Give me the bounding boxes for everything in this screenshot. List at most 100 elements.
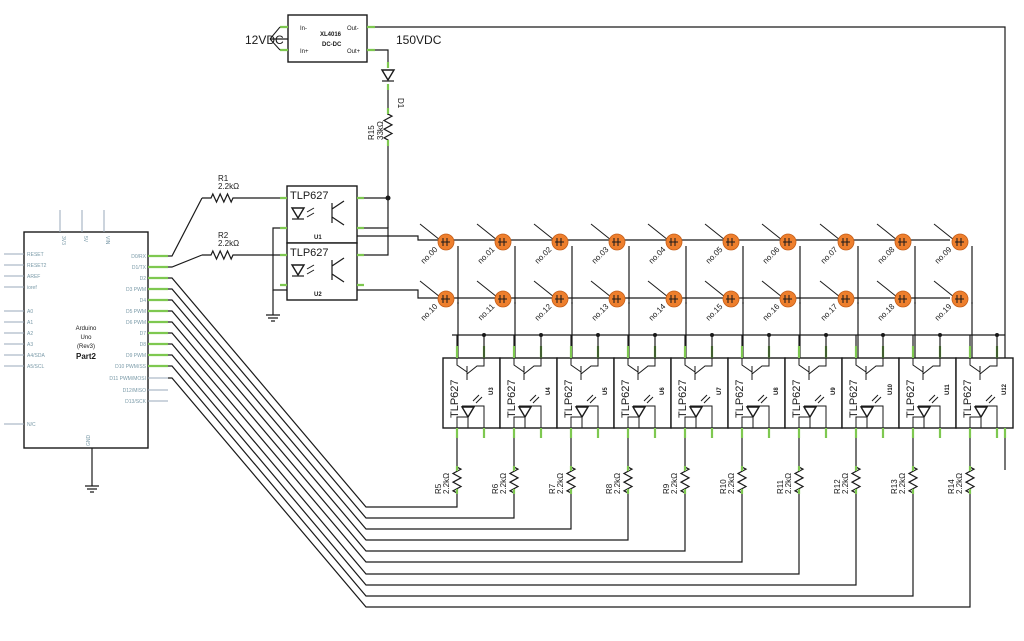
arduino-left-pin-label: AREF: [27, 274, 40, 280]
optocoupler-part: TLP627: [449, 379, 461, 418]
arduino-right-pin-label: D2: [140, 276, 147, 282]
led-emission-arrows: [871, 394, 882, 404]
resistor-ref: R5: [434, 483, 443, 494]
resistor-ref: R10: [719, 479, 728, 494]
arduino-title-line: Arduino: [76, 326, 97, 332]
resistor-value: 2.2kΩ: [898, 473, 907, 494]
led-symbol: [802, 406, 818, 419]
arduino-right-pin-label: D12/MISO: [123, 388, 146, 394]
tube-anode-lead: [419, 280, 441, 298]
arduino-right-pin-label: D1/TX: [132, 265, 147, 271]
led-wiring: [513, 405, 542, 428]
optocoupler-body: [670, 357, 729, 429]
optocoupler-part: TLP627: [905, 379, 917, 418]
arduino-left-pin-label: A1: [27, 320, 33, 326]
arduino-left-pin-label: RESET: [27, 252, 44, 258]
junction-dot: [385, 195, 391, 201]
resistor-ref: R11: [776, 479, 785, 494]
led-wiring: [570, 405, 599, 428]
r15-ref: R15: [367, 125, 376, 140]
transistor-symbol: [456, 358, 485, 380]
arduino-top-pin-label: VIN: [104, 236, 110, 245]
arduino-right-pin-label: D8: [140, 342, 147, 348]
led-emission-arrows: [757, 394, 768, 404]
resistor-r1: [202, 192, 242, 204]
resistor-r15: [382, 108, 394, 146]
led-symbol: [460, 406, 476, 419]
arduino-top-pin-label: 5V: [82, 236, 88, 243]
transistor-symbol: [741, 358, 770, 380]
tube-label: no.06: [761, 245, 782, 266]
resistor-value: 2.2kΩ: [613, 473, 622, 494]
transistor-symbol: [684, 358, 713, 380]
transistor-symbol: [331, 257, 345, 283]
led-emission-arrows: [586, 394, 597, 404]
optocoupler-body: [841, 357, 900, 429]
arduino-gnd-label: GND: [86, 435, 92, 447]
tube-label: no.17: [819, 302, 840, 323]
optocoupler-body: [898, 357, 957, 429]
tube-label: no.05: [704, 245, 725, 266]
bus-wire: [168, 321, 686, 552]
tube-anode-lead: [533, 223, 555, 241]
resistor-value: 2.2kΩ: [841, 473, 850, 494]
led-symbol: [574, 406, 590, 419]
tube-electrodes: [441, 295, 450, 303]
resistor-r2: [202, 249, 242, 261]
static-wiring: [85, 26, 1006, 493]
arduino-right-pin-label: D6 PWM: [126, 320, 146, 326]
resistor-r13: [907, 466, 919, 494]
rail-junction-dot: [539, 333, 543, 337]
led-emission-arrows: [306, 264, 315, 275]
diode-d1-symbol: [380, 69, 396, 82]
led-emission-arrows: [472, 394, 483, 404]
tube-anode-lead: [419, 223, 441, 241]
tube-label: no.15: [704, 302, 725, 323]
led-emission-arrows: [985, 394, 996, 404]
tube-label: no.16: [761, 302, 782, 323]
resistor-value: 2.2kΩ: [955, 473, 964, 494]
rail-junction-dot: [710, 333, 714, 337]
resistor-ref: R6: [491, 483, 500, 494]
converter-pin-out-minus: Out-: [347, 26, 359, 32]
rail-junction-dot: [482, 333, 486, 337]
arduino-left-pin-label: RESET2: [27, 263, 47, 269]
tube-electrodes: [783, 295, 792, 303]
led-emission-arrows: [306, 207, 315, 218]
resistor-ref: R7: [548, 483, 557, 494]
arduino-right-pin-label: D7: [140, 331, 147, 337]
tube-electrodes: [498, 295, 507, 303]
tube-label: no.08: [876, 245, 897, 266]
arduino-right-pin-label: D10 PWM/SS: [115, 364, 147, 370]
optocoupler-part: TLP627: [734, 379, 746, 418]
transistor-symbol: [912, 358, 941, 380]
arduino-title-line: (Rev3): [77, 344, 95, 350]
tube-electrodes: [841, 295, 850, 303]
led-emission-arrows: [529, 394, 540, 404]
resistor-value: 2.2kΩ: [556, 473, 565, 494]
transistor-symbol: [513, 358, 542, 380]
arduino-left-pin-label: A5/SCL: [27, 364, 44, 370]
resistor-value: 2.2kΩ: [442, 473, 451, 494]
optocoupler-ref: U10: [888, 383, 894, 395]
converter-pin-in-minus: In-: [300, 26, 307, 32]
optocoupler-ref: U9: [831, 387, 837, 395]
arduino-title-line: Uno: [80, 335, 92, 341]
tube-electrodes: [841, 238, 850, 246]
tube-anode-lead: [590, 223, 612, 241]
tube-anode-lead: [590, 280, 612, 298]
tube-label: no.09: [933, 245, 954, 266]
arduino-left-pin-label: ioref: [27, 285, 37, 291]
bus-wire: [168, 277, 458, 508]
tube-anode-lead: [761, 280, 783, 298]
resistor-r6: [508, 466, 520, 494]
bus-wire: [168, 377, 971, 608]
tube-label: no.03: [590, 245, 611, 266]
led-wiring: [855, 405, 884, 428]
tube-anode-lead: [647, 280, 669, 298]
tube-electrodes: [555, 238, 564, 246]
optocoupler-part: TLP627: [791, 379, 803, 418]
